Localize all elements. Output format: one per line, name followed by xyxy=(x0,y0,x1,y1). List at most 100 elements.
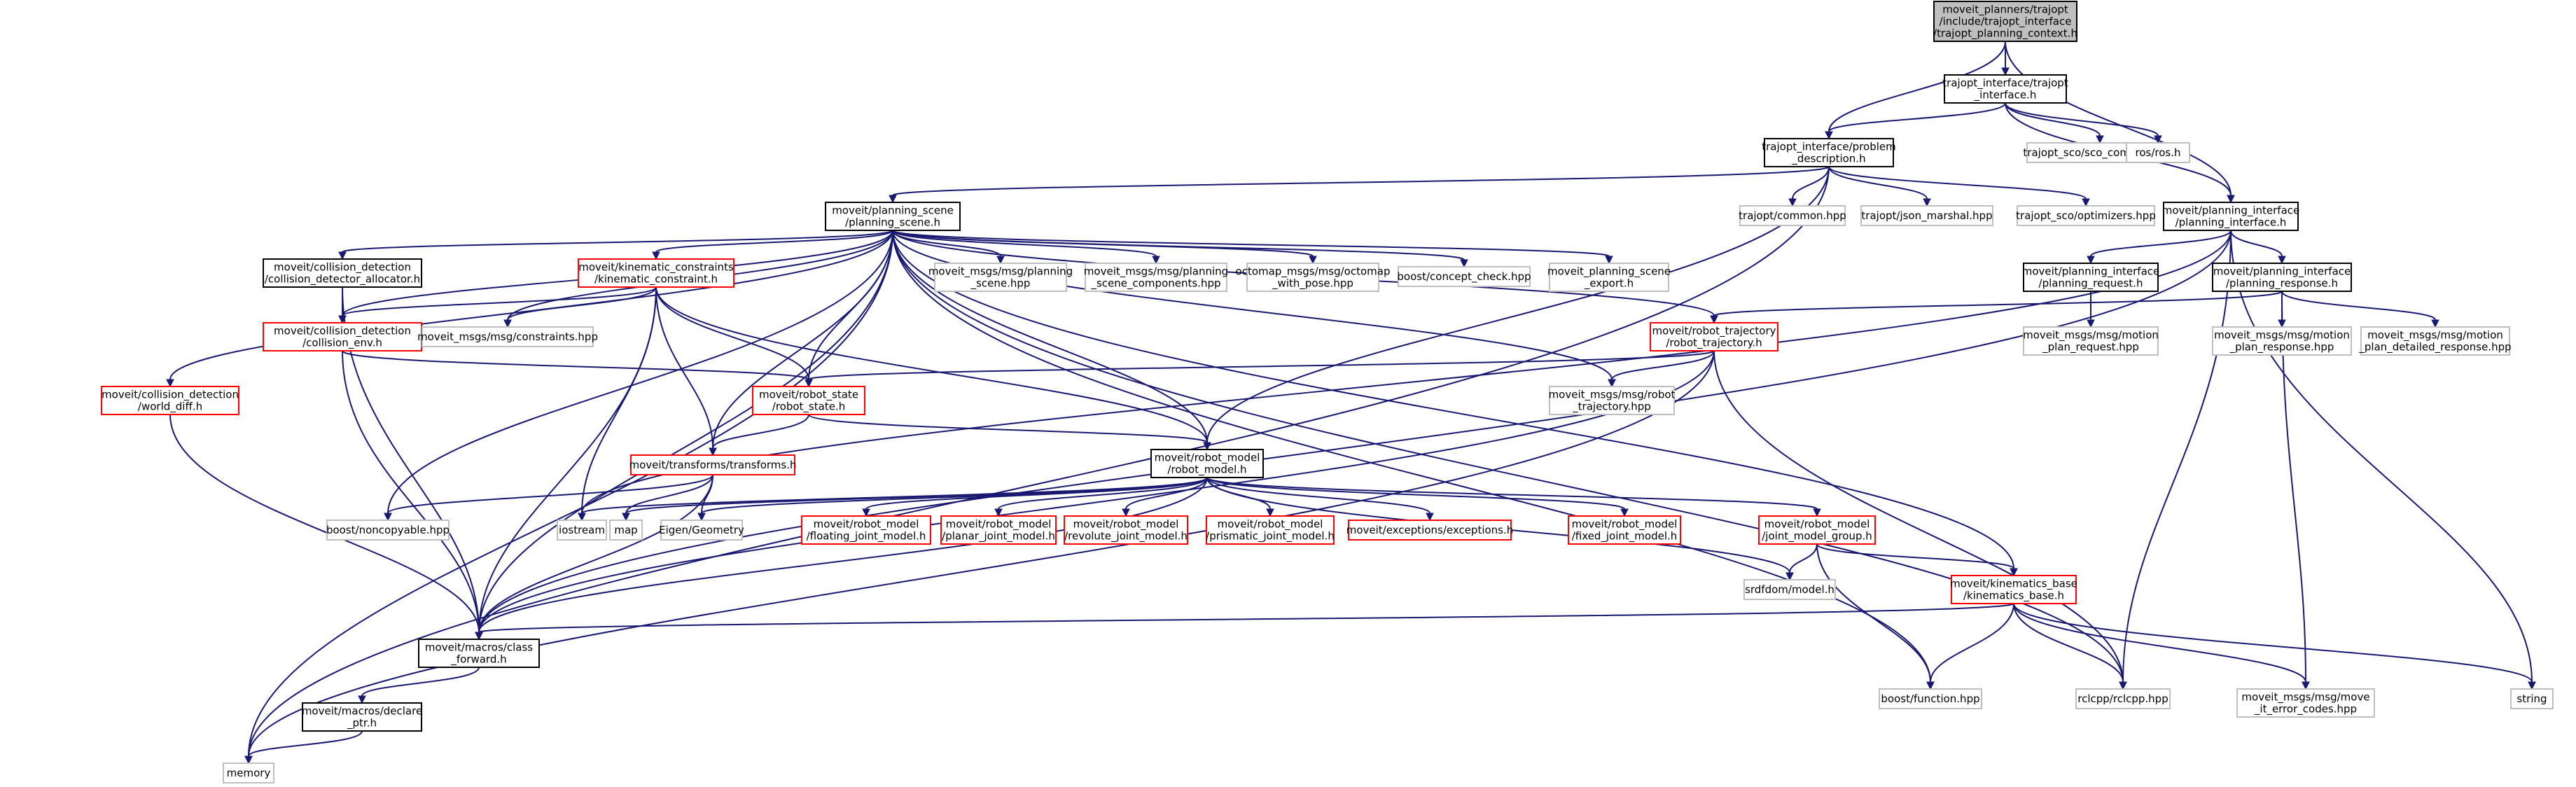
node-label: /revolute_joint_model.h xyxy=(1064,530,1188,543)
node-prismatic-joint-model-h[interactable]: moveit/robot_model/prismatic_joint_model… xyxy=(1206,515,1335,545)
node-planning-request-h[interactable]: moveit/planning_interface/planning_reque… xyxy=(2022,263,2160,292)
edge-arrowhead xyxy=(1825,131,1833,140)
edge-line xyxy=(1816,543,1931,683)
edge-joint-model-group-h-to-kinematics-base-h xyxy=(1816,543,2018,577)
node-motion-plan-detailed-response-hpp[interactable]: moveit_msgs/msg/motion_plan_detailed_res… xyxy=(2358,326,2512,356)
node-iostream[interactable]: iostream xyxy=(557,520,607,541)
node-constraints-hpp[interactable]: moveit_msgs/msg/constraints.hpp xyxy=(417,326,598,347)
edge-line xyxy=(2230,230,2533,683)
node-label: /prismatic_joint_model.h xyxy=(1206,530,1335,543)
node-label: trajopt/common.hpp xyxy=(1739,209,1846,222)
node-function-hpp[interactable]: boost/function.hpp xyxy=(1879,688,1982,709)
node-rclcpp-hpp[interactable]: rclcpp/rclcpp.hpp xyxy=(2075,688,2171,709)
edge-line xyxy=(712,414,809,449)
edge-arrowhead xyxy=(2010,568,2018,577)
edge-kinematic-constraint-h-to-iostream xyxy=(578,286,657,522)
node-motion-plan-response-hpp[interactable]: moveit_msgs/msg/motion_plan_response.hpp xyxy=(2212,326,2352,356)
edge-line xyxy=(1206,166,1830,443)
node-kinematic-constraint-h[interactable]: moveit/kinematic_constraints/kinematic_c… xyxy=(578,258,734,288)
edge-planning-interface-h-to-planning-response-h xyxy=(2230,230,2286,265)
node-box xyxy=(578,258,734,288)
node-planning-scene-components-hpp[interactable]: moveit_msgs/msg/planning_scene_component… xyxy=(1084,263,1228,292)
node-robot-model-h[interactable]: moveit/robot_model/robot_model.h xyxy=(1150,449,1264,478)
node-srdfdom-model-h[interactable]: srdfdom/model.h xyxy=(1743,579,1836,600)
edge-line xyxy=(248,350,1715,757)
node-box xyxy=(263,258,422,288)
node-box xyxy=(1246,263,1379,292)
edge-line xyxy=(655,230,893,253)
node-transforms-h[interactable]: moveit/transforms/transforms.h xyxy=(629,454,797,475)
node-planning-scene-hpp[interactable]: moveit_msgs/msg/planning_scene.hpp xyxy=(928,263,1073,292)
edge-planning-interface-h-to-planning-request-h xyxy=(2087,230,2232,265)
node-robot-state-h[interactable]: moveit/robot_state/robot_state.h xyxy=(752,386,865,415)
node-class-forward-h[interactable]: moveit/macros/class_forward.h xyxy=(418,639,540,668)
node-json-marshal-hpp[interactable]: trajopt/json_marshal.hpp xyxy=(1860,205,1993,226)
edge-arrowhead xyxy=(1426,513,1434,522)
node-concept-check-hpp[interactable]: boost/concept_check.hpp xyxy=(1397,266,1531,287)
node-collision-env-h[interactable]: moveit/collision_detection/collision_env… xyxy=(263,322,422,351)
node-fixed-joint-model-h[interactable]: moveit/robot_model/fixed_joint_model.h xyxy=(1568,515,1681,545)
node-problem-description-h[interactable]: trajopt_interface/problem_description.h xyxy=(1762,138,1896,167)
node-label: moveit_msgs/msg/motion xyxy=(2367,329,2503,342)
node-robot-trajectory-hpp[interactable]: moveit_msgs/msg/robot_trajectory.hpp xyxy=(1549,386,1676,415)
node-exceptions-h[interactable]: moveit/exceptions/exceptions.h xyxy=(1346,520,1514,541)
edge-arrowhead xyxy=(994,508,1003,517)
node-collision-detector-allocator-h[interactable]: moveit/collision_detection/collision_det… xyxy=(263,258,422,288)
edge-arrowhead xyxy=(2227,195,2235,204)
node-label: moveit/exceptions/exceptions.h xyxy=(1346,524,1514,536)
node-box xyxy=(1568,515,1681,545)
edge-kinematics-base-h-to-move-it-error-codes-hpp xyxy=(2013,603,2310,690)
node-robot-trajectory-h[interactable]: moveit/robot_trajectory/robot_trajectory… xyxy=(1650,322,1778,351)
node-root[interactable]: moveit_planners/trajopt/include/trajopt_… xyxy=(1933,1,2077,42)
edge-arrowhead xyxy=(2119,681,2127,690)
node-string[interactable]: string xyxy=(2510,688,2554,709)
node-trajopt-interface-h[interactable]: trajopt_interface/trajopt_interface.h xyxy=(1942,74,2068,104)
edge-robot-trajectory-h-to-robot-state-h xyxy=(805,350,1715,388)
edge-line xyxy=(655,286,809,380)
node-label: /collision_env.h xyxy=(302,337,382,350)
node-joint-model-group-h[interactable]: moveit/robot_model/joint_model_group.h xyxy=(1758,515,1876,545)
edge-line xyxy=(478,286,657,633)
node-floating-joint-model-h[interactable]: moveit/robot_model/floating_joint_model.… xyxy=(801,515,931,545)
edge-line xyxy=(248,166,1830,757)
node-memory[interactable]: memory xyxy=(223,762,274,783)
node-box xyxy=(2023,263,2159,292)
edge-planning-scene-h-to-world-diff-h xyxy=(166,230,893,388)
node-planning-scene-h[interactable]: moveit/planning_scene/planning_scene.h xyxy=(825,202,961,231)
node-planar-joint-model-h[interactable]: moveit/robot_model/planar_joint_model.h xyxy=(940,515,1057,545)
node-move-it-error-codes-hpp[interactable]: moveit_msgs/msg/move_it_error_codes.hpp xyxy=(2236,688,2375,718)
node-label: memory xyxy=(227,767,271,779)
edge-trajopt-interface-h-to-problem-description-h xyxy=(1825,102,2006,140)
node-optimizers-hpp[interactable]: trajopt_sco/optimizers.hpp xyxy=(2016,205,2156,226)
node-noncopyable-hpp[interactable]: boost/noncopyable.hpp xyxy=(326,520,450,541)
edge-line xyxy=(892,230,2014,569)
node-planning-interface-h[interactable]: moveit/planning_interface/planning_inter… xyxy=(2162,202,2300,231)
node-label: _trajectory.hpp xyxy=(1572,401,1651,414)
node-box xyxy=(1150,449,1264,478)
node-box xyxy=(1549,263,1669,292)
edge-line xyxy=(1828,166,1928,200)
edge-arrowhead xyxy=(244,755,253,765)
node-revolute-joint-model-h[interactable]: moveit/robot_model/revolute_joint_model.… xyxy=(1064,515,1188,545)
node-world-diff-h[interactable]: moveit/collision_detection/world_diff.h xyxy=(101,386,239,415)
node-box xyxy=(660,520,743,541)
node-label: moveit/planning_interface xyxy=(2213,265,2351,279)
node-ros-h[interactable]: ros/ros.h xyxy=(2126,142,2190,163)
node-planning-scene-export-h[interactable]: moveit_planning_scene_export.h xyxy=(1547,263,1671,292)
node-label: moveit/kinematics_base xyxy=(1950,578,2077,591)
edge-arrowhead xyxy=(578,513,586,522)
node-map[interactable]: map xyxy=(609,520,643,541)
node-octomap-with-pose-hpp[interactable]: octomap_msgs/msg/octomap_with_pose.hpp xyxy=(1236,263,1391,292)
node-box xyxy=(422,326,594,347)
edge-robot-model-h-to-revolute-joint-model-h xyxy=(1122,477,1208,517)
node-eigen-geometry[interactable]: Eigen/Geometry xyxy=(659,520,744,541)
node-kinematics-base-h[interactable]: moveit/kinematics_base/kinematics_base.h xyxy=(1950,575,2077,604)
node-trajopt-common-hpp[interactable]: trajopt/common.hpp xyxy=(1739,205,1846,226)
edge-planning-scene-h-to-concept-check-hpp xyxy=(892,230,1468,268)
node-planning-response-h[interactable]: moveit/planning_interface/planning_respo… xyxy=(2212,263,2352,292)
node-box xyxy=(2017,205,2155,226)
node-motion-plan-request-hpp[interactable]: moveit_msgs/msg/motion_plan_request.hpp xyxy=(2023,326,2159,356)
node-declare-ptr-h[interactable]: moveit/macros/declare_ptr.h xyxy=(302,702,422,732)
node-label: moveit/robot_model xyxy=(1572,518,1678,531)
edge-robot-state-h-to-transforms-h xyxy=(709,414,809,457)
